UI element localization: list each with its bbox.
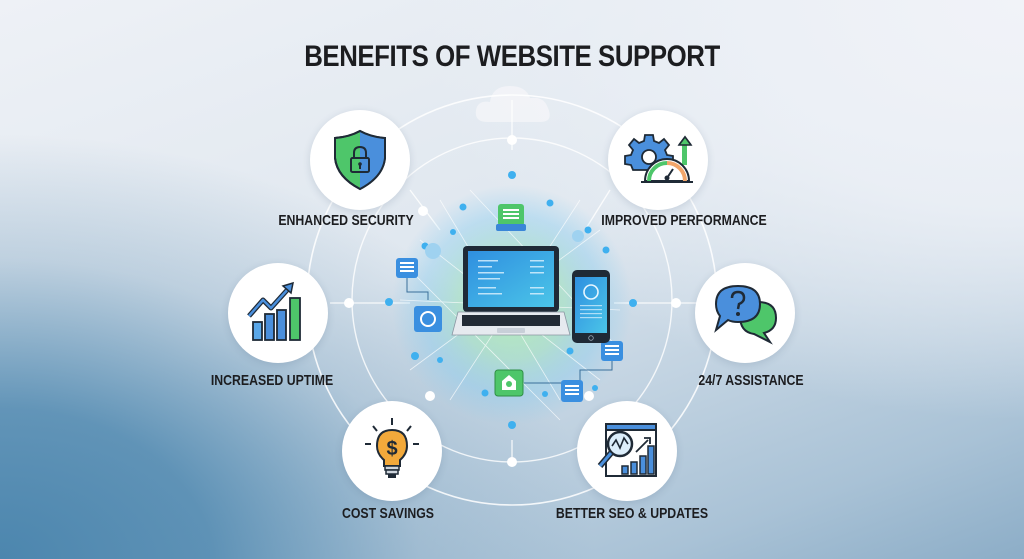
benefit-node-cost-savings: $ [342,401,442,501]
laptop-icon [451,246,571,336]
page-title: BENEFITS OF WEBSITE SUPPORT [304,40,720,73]
benefit-node-improved-performance [608,110,708,210]
svg-text:$: $ [386,438,397,460]
document-tile-icon [496,204,526,231]
gear-speedometer-icon [624,134,693,183]
shield-lock-icon [334,129,386,191]
seo-magnifier-chart-icon [597,423,657,477]
benefit-label-increased-uptime: INCREASED UPTIME [210,372,334,389]
benefit-node-24-7-assistance [695,263,795,363]
benefit-node-better-seo [577,401,677,501]
bar-chart-growth-icon [247,281,301,341]
lightbulb-dollar-icon: $ [365,418,419,478]
benefit-node-enhanced-security [310,110,410,210]
chat-question-icon [714,284,778,345]
benefit-node-increased-uptime [228,263,328,363]
benefit-label-improved-performance: IMPROVED PERFORMANCE [601,212,767,229]
benefit-label-better-seo: BETTER SEO & UPDATES [555,505,709,522]
benefit-label-24-7-assistance: 24/7 ASSISTANCE [698,372,804,389]
benefit-label-cost-savings: COST SAVINGS [341,505,435,522]
smartphone-icon [572,270,610,343]
benefit-label-enhanced-security: ENHANCED SECURITY [278,212,414,229]
